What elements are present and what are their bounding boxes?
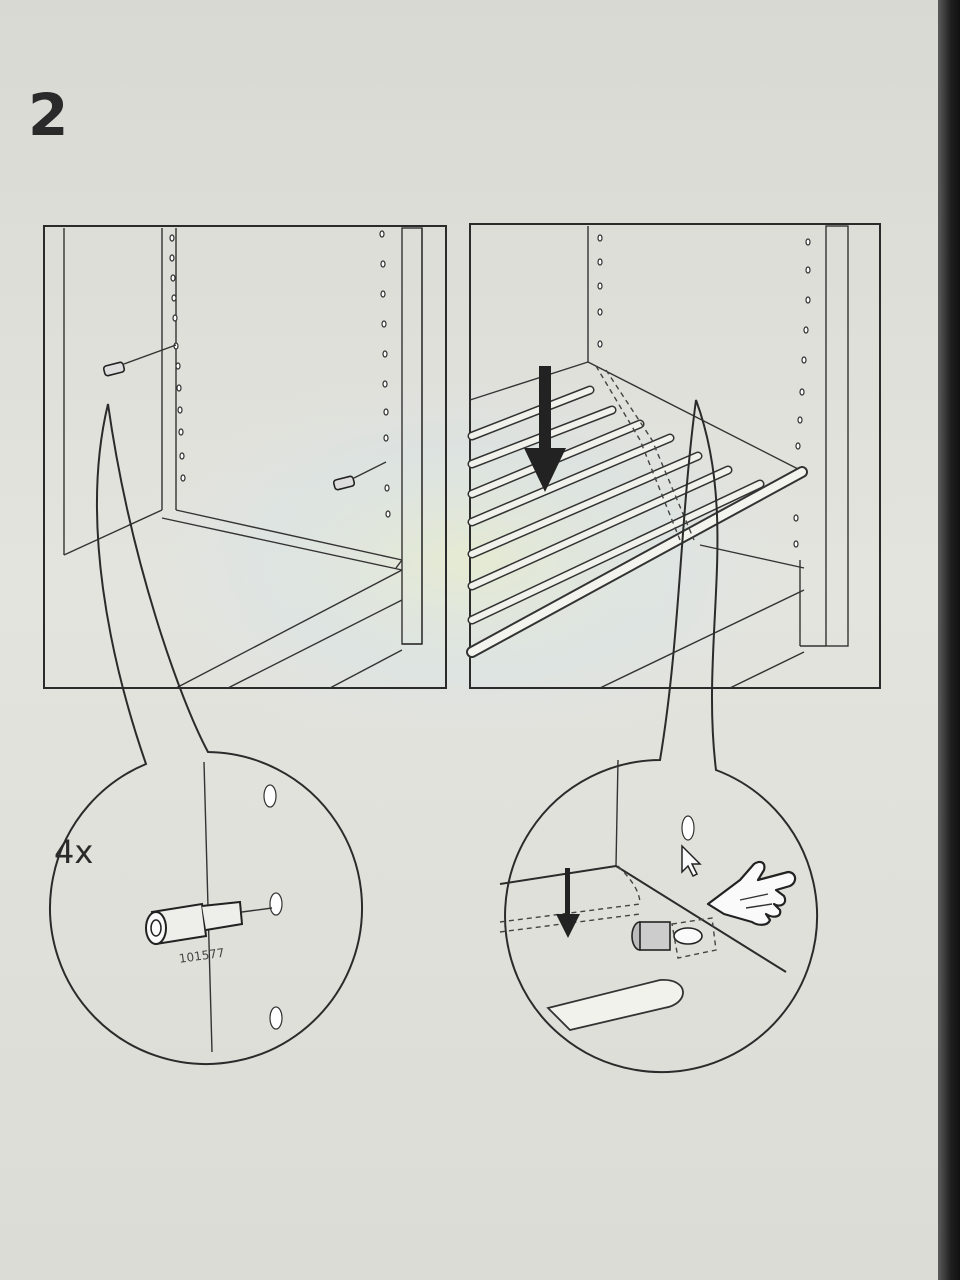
down-arrow-icon [524,366,566,492]
shelf-pin-holes-back [597,234,603,348]
cursor-icon [681,844,702,878]
shelf-pin-icon [631,917,717,959]
right-detail-callout [499,399,819,1073]
shelf-pin-icon [102,344,177,377]
shelf-pin-icon [145,900,273,946]
shelf-pin-icon [332,461,387,491]
right-cabinet-panel [466,223,881,689]
step-number: 2 [28,81,69,149]
shelf-pin-holes-back [169,234,186,482]
left-detail-callout [49,403,363,1065]
shelf-pin-holes-front [379,230,391,518]
down-arrow-icon [556,868,580,938]
pointing-hand-icon [706,860,797,926]
shelf-pin-holes-front [793,238,811,548]
left-cabinet-panel [43,225,447,689]
quantity-label: 4x [54,833,94,871]
monitor-bezel [938,0,960,1280]
